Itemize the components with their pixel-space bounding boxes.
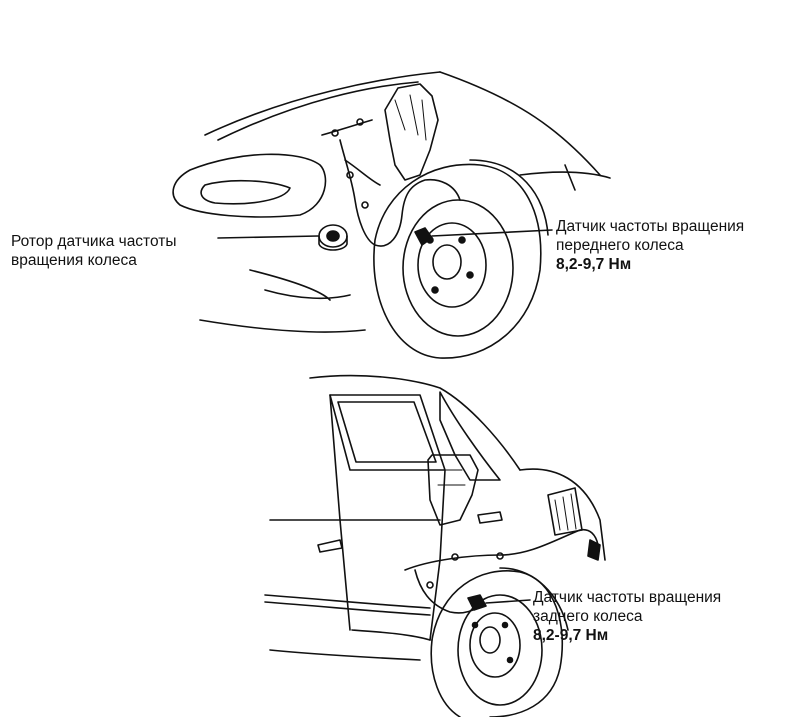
body-side-molding <box>264 594 431 609</box>
front-sensor-label-line2: переднего колеса <box>556 237 684 254</box>
harness-clip <box>426 581 434 589</box>
rear-sensor-body <box>467 594 487 611</box>
strut-shading <box>394 94 427 141</box>
headlight <box>200 179 291 205</box>
front-brake-disc <box>417 222 487 308</box>
rear-tire-left <box>430 639 461 717</box>
harness-clip <box>496 552 504 560</box>
rear-car-illustration <box>264 374 606 717</box>
rear-sensor-label-line2: заднего колеса <box>533 608 643 625</box>
front-hub <box>432 244 462 280</box>
rear-hub <box>479 626 501 654</box>
lower-body-curve <box>199 319 366 333</box>
front-sensor-leader-line <box>431 229 553 237</box>
rear-fender-arch <box>499 567 569 631</box>
rocker-line <box>269 649 421 661</box>
strut-tower <box>384 83 439 181</box>
roof-line <box>309 374 521 471</box>
tail-light-stripes <box>554 493 577 531</box>
rear-harness <box>404 528 599 571</box>
rear-strut <box>427 454 479 526</box>
front-harness <box>321 119 461 247</box>
front-car-illustration <box>172 71 611 359</box>
rear-tire-outer <box>431 570 564 717</box>
front-bumper <box>172 153 327 218</box>
harness-clip <box>356 118 364 126</box>
door-bottom <box>351 629 431 641</box>
body-crease <box>249 269 331 301</box>
front-sensor-torque: 8,2-9,7 Нм <box>556 256 632 273</box>
door-handle <box>317 539 343 553</box>
rear-sensor-label: Датчик частоты вращения заднего колеса 8… <box>533 588 721 645</box>
front-sensor-label: Датчик частоты вращения переднего колеса… <box>556 217 744 274</box>
rotor-leader-line <box>217 235 319 239</box>
rear-window-frame <box>439 391 501 481</box>
rotor-label: Ротор датчика частоты вращения колеса <box>11 232 177 270</box>
hood-outline <box>204 71 441 136</box>
rear-sensor-leader-line <box>485 599 531 604</box>
front-fender-arch <box>469 159 549 236</box>
rear-brake-drum <box>469 612 521 678</box>
body-side-molding-2 <box>264 601 431 616</box>
rear-door-handle <box>477 511 503 524</box>
rear-strut-detail <box>437 469 466 486</box>
rear-harness-down <box>414 569 481 614</box>
front-tire-outer <box>373 163 542 359</box>
right-body-line <box>519 171 611 179</box>
rear-connector <box>587 539 601 561</box>
harness-clip <box>361 201 369 209</box>
rotor-ring <box>318 224 348 251</box>
front-sensor-label-line1: Датчик частоты вращения <box>556 218 745 235</box>
rotor-label-line2: вращения колеса <box>11 252 137 269</box>
harness-clip <box>346 171 354 179</box>
harness-clip <box>451 553 459 561</box>
rear-wheel-rim <box>457 594 543 706</box>
bumper-lower <box>264 289 351 300</box>
hood-inner-line <box>217 81 419 141</box>
rotor-label-line1: Ротор датчика частоты <box>11 233 177 250</box>
rear-sensor-torque: 8,2-9,7 Нм <box>533 627 609 644</box>
door-rear-edge <box>429 469 446 641</box>
front-wheel-rim <box>402 199 514 337</box>
rear-sensor-label-line1: Датчик частоты вращения <box>533 589 722 606</box>
harness-clip <box>331 129 339 137</box>
right-body-line-2 <box>564 164 576 191</box>
rear-quarter <box>519 468 606 561</box>
door-window-inner <box>337 401 437 463</box>
harness-branch <box>344 159 381 186</box>
front-sensor-body <box>414 227 433 246</box>
fender-line <box>439 71 601 176</box>
